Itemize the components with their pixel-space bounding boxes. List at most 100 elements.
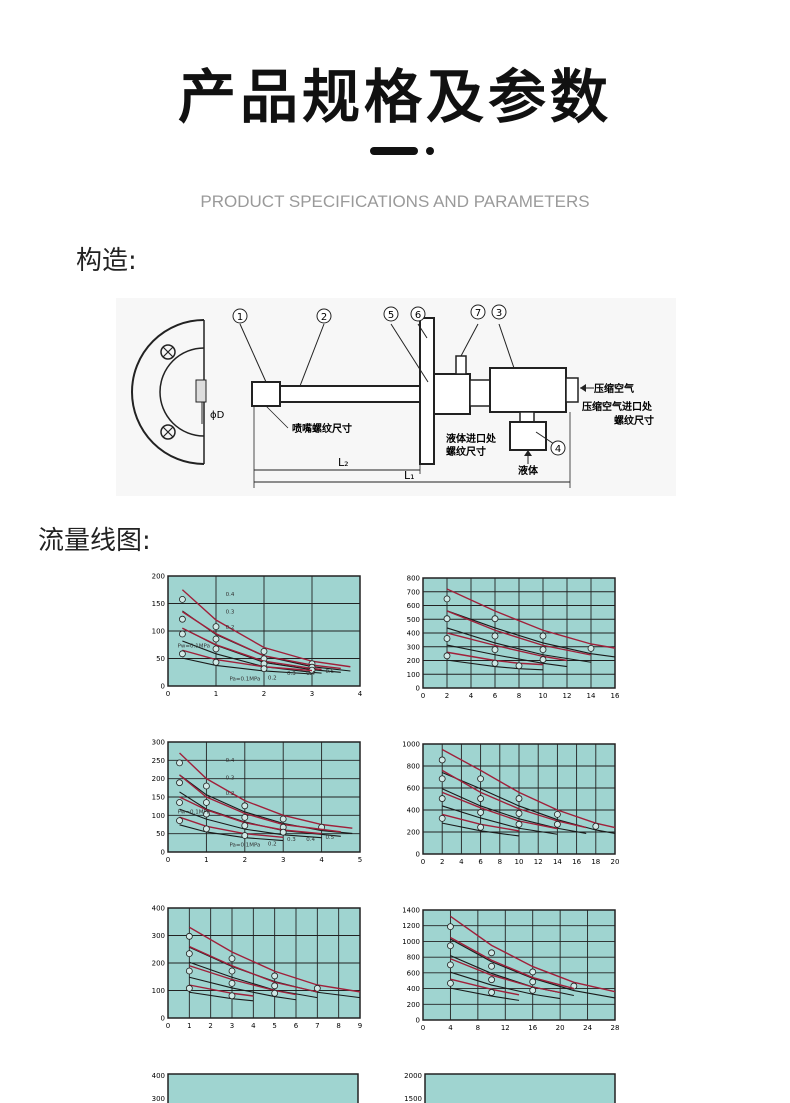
data-point	[491, 659, 499, 667]
data-point	[271, 972, 279, 980]
data-point	[228, 979, 236, 987]
data-point	[447, 923, 454, 931]
x-tick-label: 4	[319, 856, 324, 864]
x-tick-label: 12	[534, 858, 543, 866]
data-point	[515, 820, 523, 828]
x-tick-label: 4	[448, 1024, 453, 1032]
data-point	[212, 645, 220, 653]
air-thread-label: 螺纹尺寸	[614, 414, 654, 427]
data-point	[539, 656, 547, 663]
curve-label: Pa=0.1MPa	[229, 677, 260, 683]
data-point	[515, 795, 523, 802]
y-tick-label: 250	[152, 757, 165, 765]
y-tick-label: 400	[407, 630, 420, 638]
data-point	[212, 623, 220, 630]
data-point	[176, 779, 183, 787]
y-tick-label: 1000	[403, 938, 420, 946]
liquid-thread-label: 螺纹尺寸	[446, 445, 486, 458]
data-point	[438, 756, 446, 764]
series-line-red	[446, 610, 592, 656]
series-line-red	[441, 769, 587, 829]
partial-7-tick-1: 300	[152, 1095, 165, 1103]
data-point	[553, 820, 561, 828]
curve-label: 0.3	[226, 609, 235, 615]
data-point	[313, 984, 321, 992]
x-tick-label: 8	[517, 692, 521, 700]
series-line-red	[450, 936, 575, 990]
data-point	[228, 955, 236, 962]
curve-label: 0.4	[226, 592, 235, 598]
data-point	[279, 828, 287, 836]
data-point	[443, 615, 451, 623]
series-line-black	[179, 774, 353, 834]
section-construction: 构造:	[76, 246, 137, 276]
y-tick-label: 1400	[403, 907, 420, 915]
y-tick-label: 100	[407, 671, 420, 679]
x-tick-label: 4	[358, 690, 363, 698]
y-tick-label: 50	[156, 830, 165, 838]
y-tick-label: 800	[407, 575, 420, 583]
data-point	[529, 968, 537, 976]
x-tick-label: 0	[421, 1024, 425, 1032]
series-line-black	[446, 610, 616, 658]
air-inlet-label: 压缩空气进口处	[582, 400, 653, 413]
series-line-red	[441, 748, 616, 829]
y-tick-label: 500	[407, 616, 420, 624]
y-tick-label: 600	[407, 602, 420, 610]
data-point	[539, 632, 547, 640]
x-tick-label: 8	[336, 1022, 340, 1030]
data-point	[447, 961, 454, 969]
series-line-red	[179, 774, 341, 833]
series-line-black	[442, 822, 520, 837]
data-point	[279, 815, 287, 823]
partial-7-tick-0: 400	[152, 1072, 165, 1080]
curve-label: 0.3	[287, 837, 296, 843]
data-point	[212, 635, 220, 643]
data-point	[443, 595, 451, 603]
title-dot	[426, 147, 434, 155]
y-tick-label: 0	[161, 1015, 165, 1023]
data-point	[539, 646, 547, 654]
series-line-red	[450, 958, 561, 994]
x-tick-label: 0	[166, 856, 170, 864]
data-point	[185, 984, 193, 992]
x-tick-label: 6	[294, 1022, 299, 1030]
data-point	[443, 652, 451, 660]
data-point	[491, 632, 499, 640]
data-point	[443, 635, 451, 642]
x-tick-label: 3	[230, 1022, 234, 1030]
data-point	[477, 775, 484, 783]
data-point	[271, 982, 279, 990]
x-tick-label: 2	[262, 690, 266, 698]
x-tick-label: 24	[583, 1024, 592, 1032]
curve-label: Pa=0.1MPa	[229, 843, 260, 849]
x-tick-label: 12	[563, 692, 572, 700]
callout-2: 2	[321, 312, 327, 323]
series-line-black	[189, 976, 297, 1001]
page-title: 产品规格及参数	[177, 63, 612, 131]
series-line-red	[441, 791, 558, 830]
y-tick-label: 100	[152, 987, 165, 995]
flow-chart-7-partial: 400 300	[148, 1070, 370, 1103]
title-dash	[370, 147, 418, 155]
x-tick-label: 4	[251, 1022, 256, 1030]
x-tick-label: 5	[358, 856, 362, 864]
partial-8-tick-1: 1500	[404, 1095, 422, 1103]
data-point	[179, 615, 186, 623]
construction-diagram: ϕD 1 2 5 6 7 3 4	[116, 298, 676, 496]
x-tick-label: 1	[214, 690, 218, 698]
x-tick-label: 4	[469, 692, 474, 700]
data-point	[438, 795, 446, 802]
y-tick-label: 150	[152, 794, 165, 802]
data-point	[488, 976, 495, 984]
x-tick-label: 0	[166, 1022, 170, 1030]
x-tick-label: 14	[587, 692, 596, 700]
y-tick-label: 200	[407, 657, 420, 665]
y-tick-label: 150	[152, 600, 165, 608]
curve-label: 0.2	[226, 791, 235, 797]
data-point	[488, 949, 495, 957]
series-line-red	[446, 651, 544, 666]
